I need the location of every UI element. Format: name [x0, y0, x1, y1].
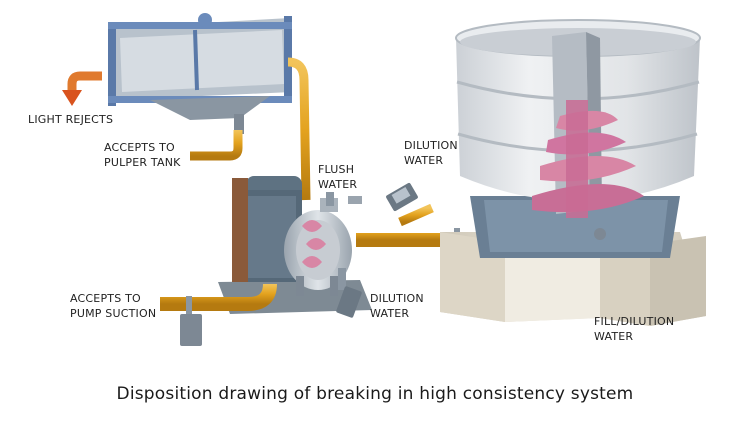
pump-suction-valve	[180, 296, 202, 346]
flush-water-label: FLUSH WATER	[318, 163, 358, 191]
dilution-valve-top	[386, 182, 418, 212]
dilution-branch-pipe	[398, 203, 434, 227]
light-rejects-label: LIGHT REJECTS	[28, 113, 114, 126]
pulper-accepts-pipe	[190, 130, 243, 161]
accepts-to-pulper-tank-label: ACCEPTS TO PULPER TANK	[104, 141, 181, 169]
dilution-valve-mid	[336, 268, 362, 318]
light-rejects-arrow	[62, 71, 102, 106]
figure-caption: Disposition drawing of breaking in high …	[116, 384, 634, 404]
fill-dilution-water-label: FILL/DILUTION WATER	[594, 315, 675, 343]
flush-water-valve	[326, 192, 362, 206]
dilution-water-top-label: DILUTION WATER	[404, 139, 458, 167]
pulper-tank	[440, 19, 706, 326]
dilution-water-mid-label: DILUTION WATER	[370, 292, 424, 320]
feed-pipe	[287, 57, 311, 201]
light-rejects-screen	[108, 13, 292, 134]
pump-suction-pipe	[160, 283, 277, 311]
accepts-to-pump-suction-label: ACCEPTS TO PUMP SUCTION	[70, 292, 157, 320]
